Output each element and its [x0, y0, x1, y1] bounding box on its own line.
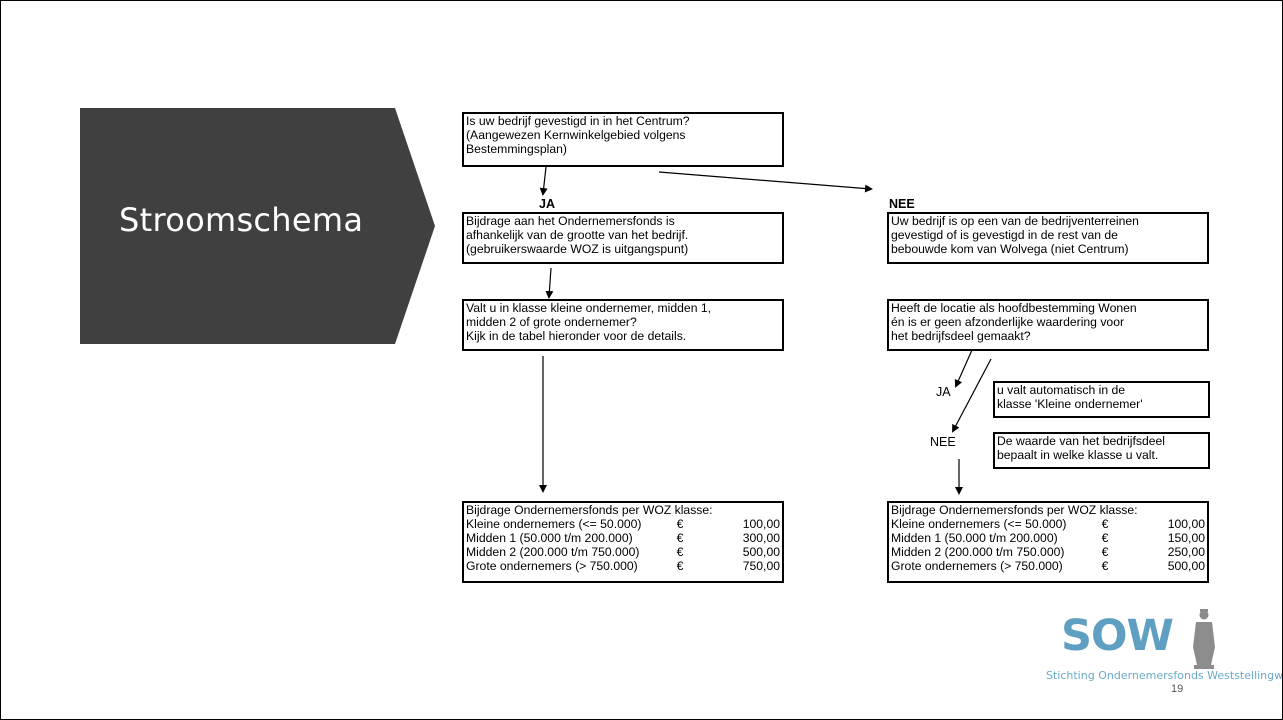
row-amount: 100,00 [1167, 517, 1205, 531]
row-currency: € [676, 517, 684, 531]
row-currency: € [676, 559, 684, 573]
box-line: u valt automatisch in de [997, 383, 1126, 397]
box-line: gevestigd of is gevestigd in de rest van… [891, 228, 1118, 242]
sub-nee-box: De waarde van het bedrijfsdeel bepaalt i… [993, 432, 1210, 469]
row-currency: € [676, 545, 684, 559]
box-line: klasse 'Kleine ondernemer' [997, 397, 1143, 411]
row-currency: € [676, 531, 684, 545]
sub-nee-label: NEE [930, 435, 956, 449]
right-contribution-table: Bijdrage Ondernemersfonds per WOZ klasse… [887, 501, 1209, 583]
sub-ja-box: u valt automatisch in de klasse 'Kleine … [993, 381, 1210, 418]
box-line: Is uw bedrijf gevestigd in in het Centru… [466, 114, 690, 128]
row-amount: 100,00 [742, 517, 780, 531]
table-header: Bijdrage Ondernemersfonds per WOZ klasse… [466, 503, 713, 517]
box-line: Kijk in de tabel hieronder voor de detai… [466, 329, 687, 343]
figure-statue-icon [1193, 609, 1215, 669]
left-contribution-box: Bijdrage aan het Ondernemersfonds is afh… [462, 212, 784, 264]
box-line: Heeft de locatie als hoofdbestemming Won… [891, 301, 1137, 315]
box-line: Valt u in klasse kleine ondernemer, midd… [466, 301, 712, 315]
box-line: (Aangewezen Kernwinkelgebied volgens [466, 128, 686, 142]
table-row: Midden 2 (200.000 t/m 750.000) € 250,00 [891, 545, 1205, 559]
box-line: bebouwde kom van Wolvega (niet Centrum) [891, 242, 1129, 256]
row-amount: 250,00 [1167, 545, 1205, 559]
row-label: Midden 2 (200.000 t/m 750.000) [891, 545, 1065, 559]
arrow-q1-to-ja [539, 166, 548, 196]
row-label: Kleine ondernemers (<= 50.000) [466, 517, 642, 531]
table-row: Midden 1 (50.000 t/m 200.000) € 300,00 [466, 531, 780, 545]
table-row: Midden 2 (200.000 t/m 750.000) € 500,00 [466, 545, 780, 559]
slide-title: Stroomschema [119, 201, 364, 239]
box-line: midden 2 of grote ondernemer? [466, 315, 637, 329]
logo-subtitle: Stichting Ondernemersfonds Weststellingw… [1046, 669, 1283, 682]
box-line: én is er geen afzonderlijke waardering v… [891, 315, 1125, 329]
sow-logo: SOW Stichting Ondernemersfonds Weststell… [1046, 607, 1282, 697]
row-amount: 750,00 [742, 559, 780, 573]
row-currency: € [1101, 559, 1109, 573]
right-location-box: Uw bedrijf is op een van de bedrijventer… [887, 212, 1209, 264]
row-label: Midden 1 (50.000 t/m 200.000) [466, 531, 633, 545]
row-amount: 150,00 [1167, 531, 1205, 545]
box-line: Bijdrage aan het Ondernemersfonds is [466, 214, 675, 228]
row-currency: € [1101, 517, 1109, 531]
box-line: het bedrijfsdeel gemaakt? [891, 329, 1031, 343]
box-line: Uw bedrijf is op een van de bedrijventer… [891, 214, 1139, 228]
box-line: Bestemmingsplan) [466, 142, 567, 156]
arrow-q2-to-nee [952, 358, 992, 433]
left-class-box: Valt u in klasse kleine ondernemer, midd… [462, 299, 784, 351]
table-row: Midden 1 (50.000 t/m 200.000) € 150,00 [891, 531, 1205, 545]
ja-label: JA [539, 197, 555, 211]
box-line: De waarde van het bedrijfsdeel [997, 434, 1166, 448]
row-currency: € [1101, 545, 1109, 559]
table-row: Grote ondernemers (> 750.000) € 750,00 [466, 559, 780, 573]
sub-ja-label: JA [936, 385, 951, 399]
box-line: bepaalt in welke klasse u valt. [997, 448, 1159, 462]
box-line: afhankelijk van de grootte van het bedri… [466, 228, 689, 242]
row-label: Midden 2 (200.000 t/m 750.000) [466, 545, 640, 559]
row-amount: 500,00 [742, 545, 780, 559]
box-line: (gebruikerswaarde WOZ is uitgangspunt) [466, 242, 689, 256]
table-header: Bijdrage Ondernemersfonds per WOZ klasse… [891, 503, 1138, 517]
table-row: Kleine ondernemers (<= 50.000) € 100,00 [466, 517, 780, 531]
row-label: Kleine ondernemers (<= 50.000) [891, 517, 1067, 531]
question-centrum-box: Is uw bedrijf gevestigd in in het Centru… [462, 112, 784, 167]
nee-label: NEE [889, 197, 915, 211]
row-label: Grote ondernemers (> 750.000) [466, 559, 638, 573]
left-contribution-table: Bijdrage Ondernemersfonds per WOZ klasse… [462, 501, 784, 583]
arrow-q1-to-nee [658, 171, 873, 193]
row-amount: 300,00 [742, 531, 780, 545]
row-currency: € [1101, 531, 1109, 545]
arrow-left1-to-left2 [545, 267, 554, 299]
table-row: Kleine ondernemers (<= 50.000) € 100,00 [891, 517, 1205, 531]
row-label: Midden 1 (50.000 t/m 200.000) [891, 531, 1058, 545]
page-number: 19 [1171, 683, 1184, 695]
right-wonen-question-box: Heeft de locatie als hoofdbestemming Won… [887, 299, 1209, 351]
row-amount: 500,00 [1167, 559, 1205, 573]
table-row: Grote ondernemers (> 750.000) € 500,00 [891, 559, 1205, 573]
logo-wordmark: SOW [1061, 611, 1174, 661]
title-chevron-shape [80, 108, 435, 344]
row-label: Grote ondernemers (> 750.000) [891, 559, 1063, 573]
